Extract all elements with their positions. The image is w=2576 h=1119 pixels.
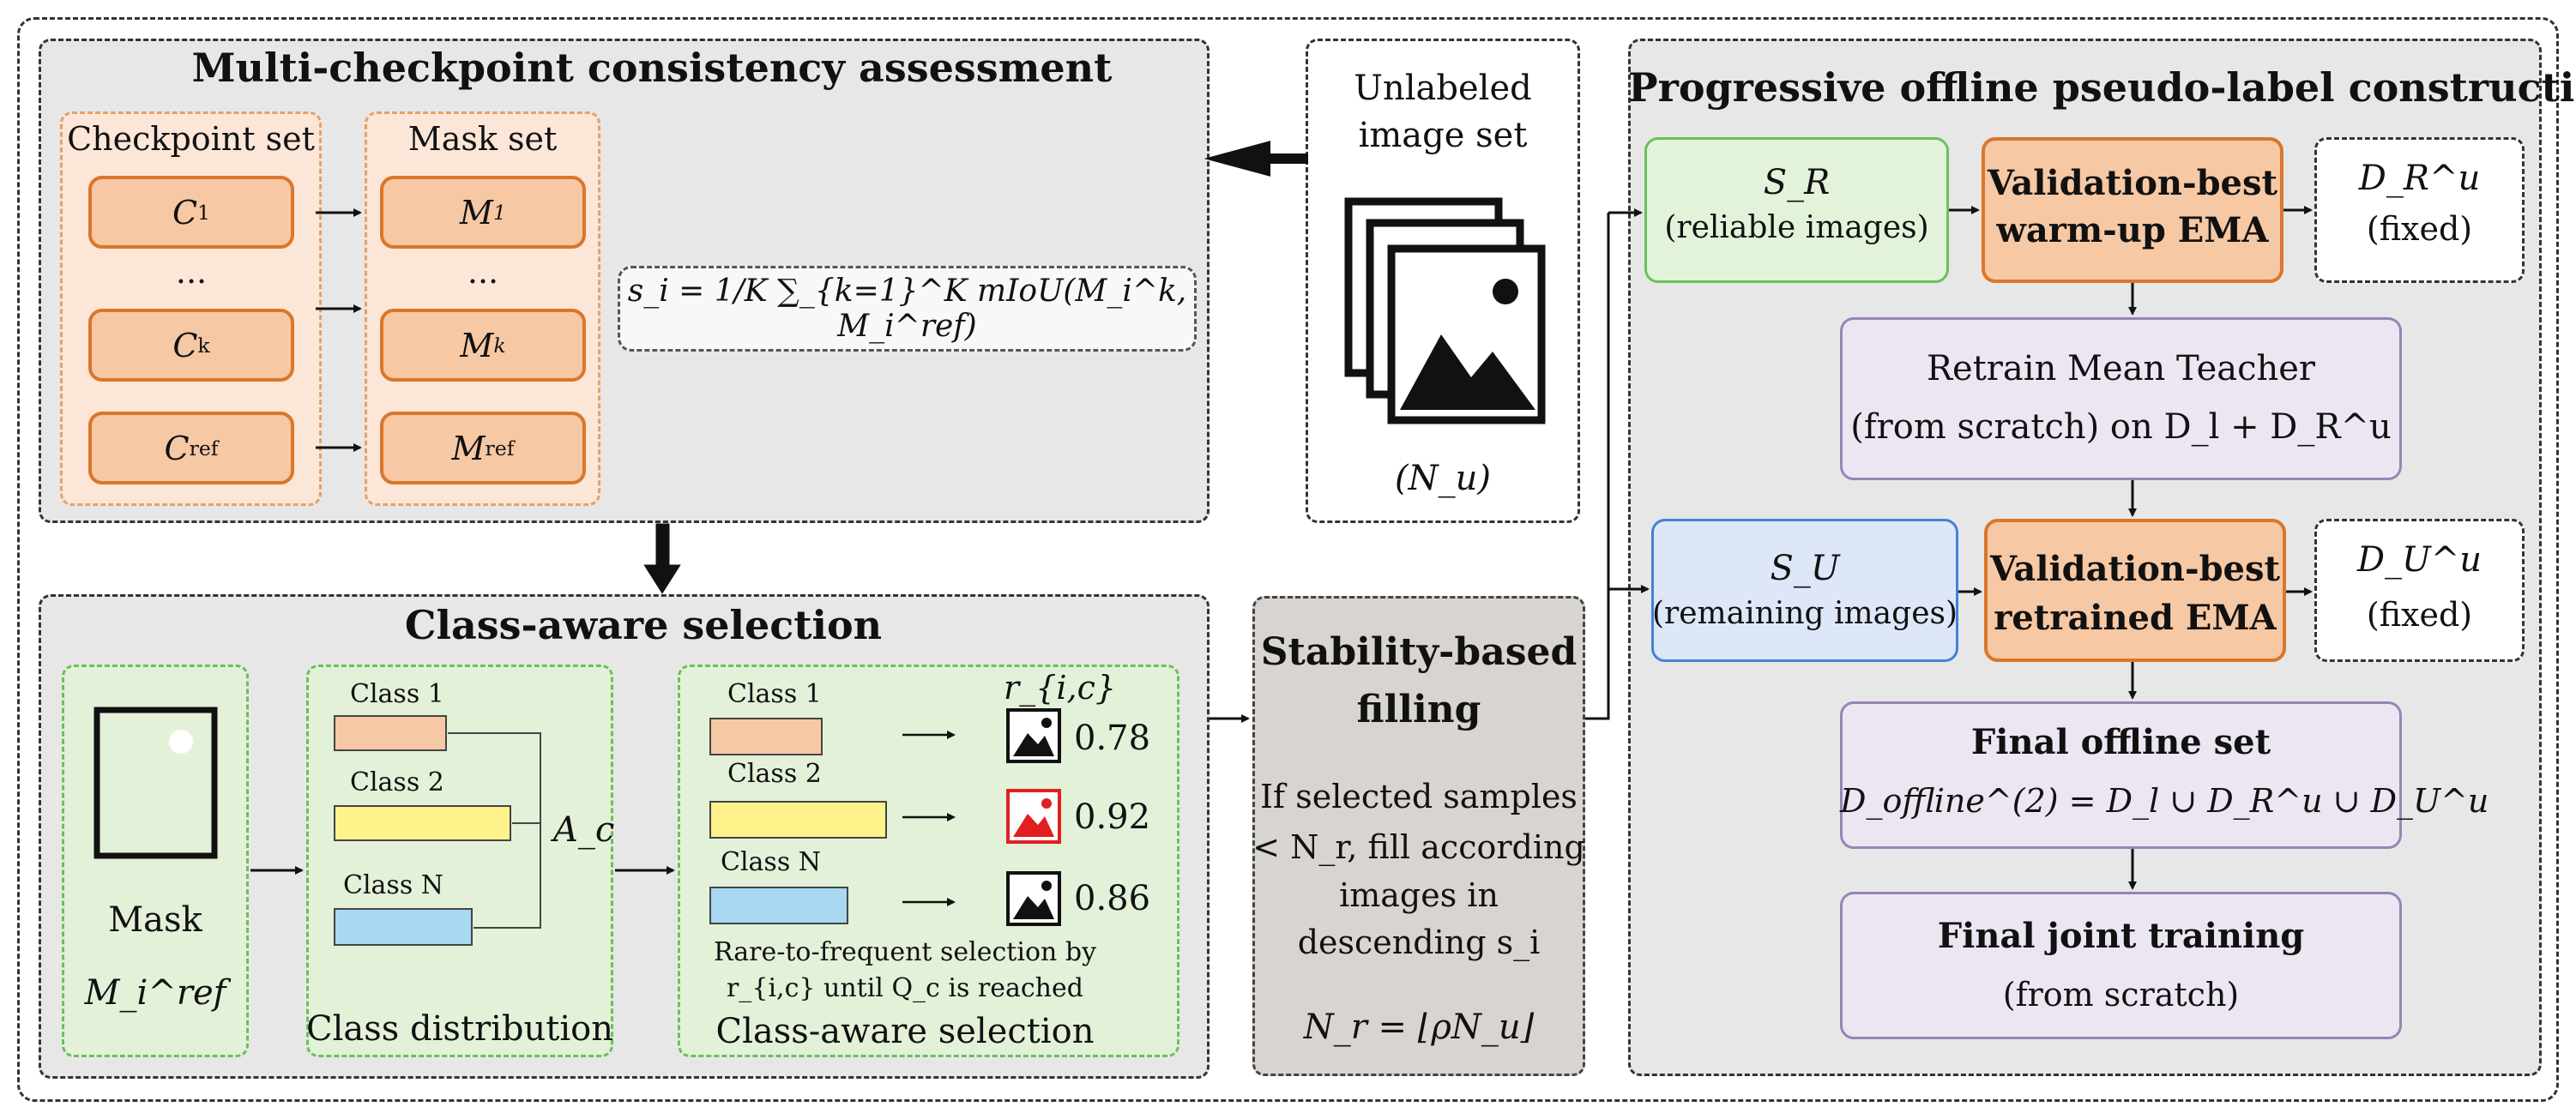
- sel-bar-class2: [709, 801, 887, 839]
- dr-fixed: (fixed): [2366, 210, 2473, 248]
- mask-set-label: Mask set: [407, 120, 558, 158]
- class-aware-title: Class-aware selection: [404, 602, 883, 648]
- du-symbol: D_U^u: [2356, 540, 2482, 580]
- mask-label: Mask: [108, 900, 202, 940]
- retrain-box: [1840, 317, 2402, 480]
- stability-desc-4: descending s_i: [1297, 923, 1541, 961]
- warmup-line2: warm-up EMA: [1996, 210, 2269, 250]
- stability-title-1: Stability-based: [1260, 630, 1578, 674]
- mask-frame-icon: [94, 707, 218, 859]
- dist-classn-label: Class N: [343, 870, 444, 900]
- dist-bar-class2: [334, 805, 511, 841]
- dist-class2-label: Class 2: [350, 767, 444, 797]
- stability-desc-3: images in: [1339, 876, 1499, 914]
- dist-bar-class1: [334, 715, 447, 751]
- sel-bar-class1: [709, 718, 823, 755]
- su-desc: (remaining images): [1651, 596, 1958, 631]
- final-joint-box: [1840, 892, 2402, 1039]
- arrow-top-to-class-aware: [643, 523, 681, 594]
- sel-class2-label: Class 2: [727, 759, 822, 789]
- stability-desc-1: If selected samples: [1260, 778, 1578, 815]
- mask-symbol: M_i^ref: [84, 973, 226, 1013]
- retrained-line1: Validation-best: [1989, 549, 2280, 589]
- sr-desc: (reliable images): [1664, 210, 1929, 245]
- class-distribution-label: Class distribution: [306, 1009, 614, 1049]
- ac-bracket: [448, 732, 541, 929]
- warmup-ema-box: [1982, 137, 2283, 283]
- warmup-line1: Validation-best: [1987, 163, 2277, 203]
- sr-symbol: S_R: [1763, 163, 1831, 202]
- class-aware-bottom-label: Class-aware selection: [715, 1012, 1095, 1051]
- final-offline-formula: D_offline^(2) = D_l ∪ D_R^u ∪ D_U^u: [1840, 782, 2489, 820]
- rare-text-1: Rare-to-frequent selection by: [713, 937, 1097, 967]
- dr-fixed-box: [2314, 137, 2525, 283]
- mask-ellipsis: ...: [467, 253, 499, 291]
- connector-stability-to-progressive: [1585, 213, 1610, 720]
- retrained-ema-box: [1984, 519, 2286, 662]
- stability-panel: [1252, 596, 1585, 1076]
- su-box: [1651, 519, 1958, 662]
- final-offline-box: [1840, 701, 2402, 849]
- progressive-title: Progressive offline pseudo-label constru…: [1628, 64, 2576, 111]
- final-joint-title: Final joint training: [1937, 916, 2305, 956]
- sel-classn-label: Class N: [721, 847, 822, 877]
- dist-bar-classn: [334, 908, 473, 946]
- thumbnail-class2-icon: [1006, 789, 1061, 844]
- final-joint-sub: (from scratch): [2002, 976, 2240, 1014]
- score-classn: 0.86: [1074, 879, 1151, 918]
- retrained-line2: retrained EMA: [1994, 598, 2277, 638]
- score-formula: s_i = 1/K ∑_{k=1}^K mIoU(M_i^k, M_i^ref): [627, 274, 1187, 344]
- checkpoint-ellipsis: ...: [175, 253, 208, 291]
- score-class1: 0.78: [1074, 719, 1151, 758]
- outer-frame: [17, 17, 2559, 1102]
- r-label: r_{i,c}: [1004, 669, 1117, 707]
- unlabeled-line2: image set: [1358, 116, 1528, 155]
- su-symbol: S_U: [1770, 549, 1840, 588]
- sel-bar-classn: [709, 887, 848, 924]
- rare-text-2: r_{i,c} until Q_c is reached: [727, 973, 1083, 1003]
- arrow-unlabeled-to-checkpoint: [1204, 141, 1308, 177]
- score-formula-box: s_i = 1/K ∑_{k=1}^K mIoU(M_i^k, M_i^ref): [618, 266, 1197, 352]
- unlabeled-line1: Unlabeled: [1354, 69, 1532, 108]
- unlabeled-count: (N_u): [1395, 459, 1491, 498]
- sel-class1-label: Class 1: [727, 679, 822, 709]
- du-fixed-box: [2314, 519, 2525, 662]
- stability-desc-2: < N_r, fill according: [1252, 828, 1585, 866]
- stability-formula: N_r = ⌊ρN_u⌋: [1303, 1008, 1535, 1047]
- thumbnail-class1-icon: [1006, 708, 1061, 763]
- score-class2: 0.92: [1074, 797, 1151, 837]
- thumbnail-classn-icon: [1006, 871, 1061, 926]
- multi-checkpoint-title: Multi-checkpoint consistency assessment: [191, 45, 1113, 91]
- retrain-line1: Retrain Mean Teacher: [1926, 349, 2316, 388]
- checkpoint-set-label: Checkpoint set: [67, 120, 315, 158]
- sr-box: [1644, 137, 1949, 283]
- retrain-line2: (from scratch) on D_l + D_R^u: [1850, 407, 2392, 447]
- du-fixed: (fixed): [2366, 596, 2473, 634]
- ac-label: A_c: [553, 810, 615, 850]
- final-offline-title: Final offline set: [1970, 722, 2271, 762]
- stability-title-2: filling: [1356, 688, 1481, 731]
- dist-class1-label: Class 1: [350, 679, 444, 709]
- image-stack-icon: [1344, 197, 1546, 424]
- dr-symbol: D_R^u: [2358, 159, 2481, 198]
